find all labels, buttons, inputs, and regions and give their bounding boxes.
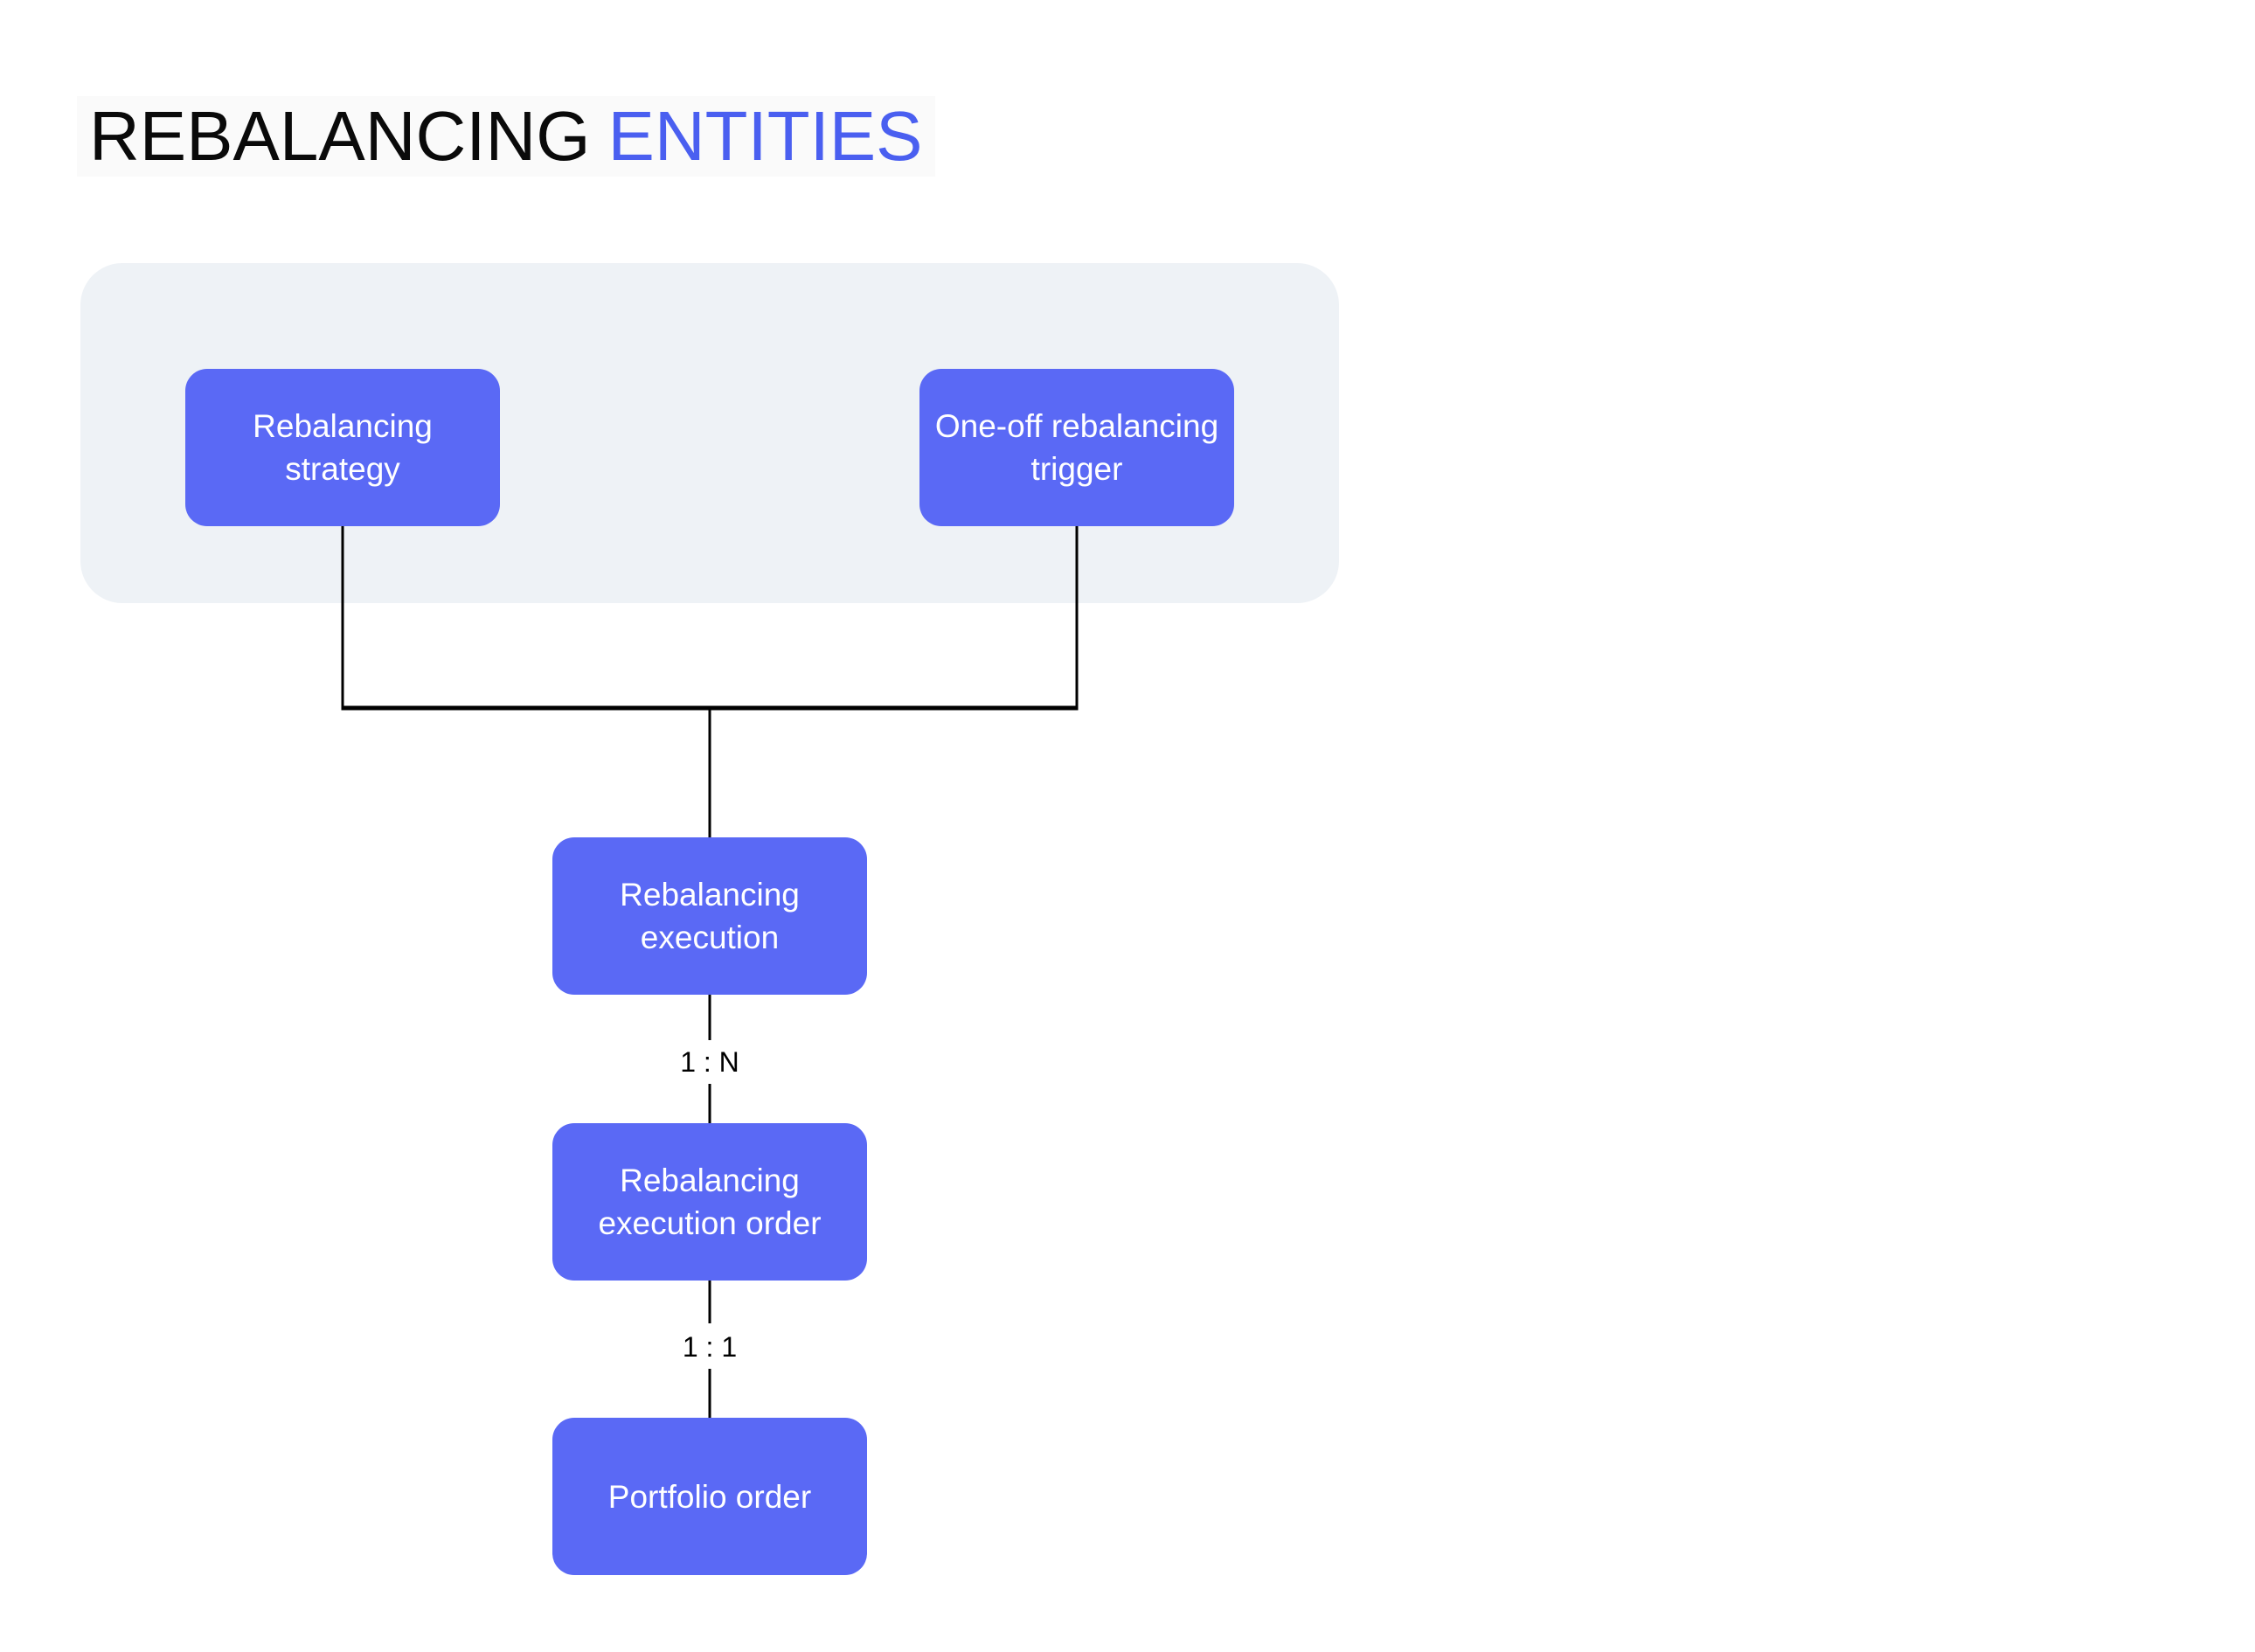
node-portfolio-order[interactable]: Portfolio order bbox=[552, 1418, 867, 1575]
node-rebalancing-execution[interactable]: Rebalancing execution bbox=[552, 837, 867, 995]
node-rebalancing-execution-order[interactable]: Rebalancing execution order bbox=[552, 1123, 867, 1281]
node-one-off-rebalancing-trigger[interactable]: One-off rebalancing trigger bbox=[919, 369, 1234, 526]
node-label: Rebalancing strategy bbox=[253, 408, 433, 487]
node-label: Rebalancing execution bbox=[620, 877, 800, 955]
node-label: One-off rebalancing trigger bbox=[934, 408, 1219, 487]
node-label: Rebalancing execution order bbox=[598, 1163, 822, 1241]
cardinality-label-1-n: 1 : N bbox=[622, 1042, 797, 1082]
title-text-black: REBALANCING bbox=[89, 97, 591, 175]
node-label: Portfolio order bbox=[607, 1478, 812, 1515]
cardinality-label-1-1: 1 : 1 bbox=[622, 1327, 797, 1367]
node-rebalancing-strategy[interactable]: Rebalancing strategy bbox=[185, 369, 500, 526]
title-text-accent: ENTITIES bbox=[607, 97, 923, 175]
